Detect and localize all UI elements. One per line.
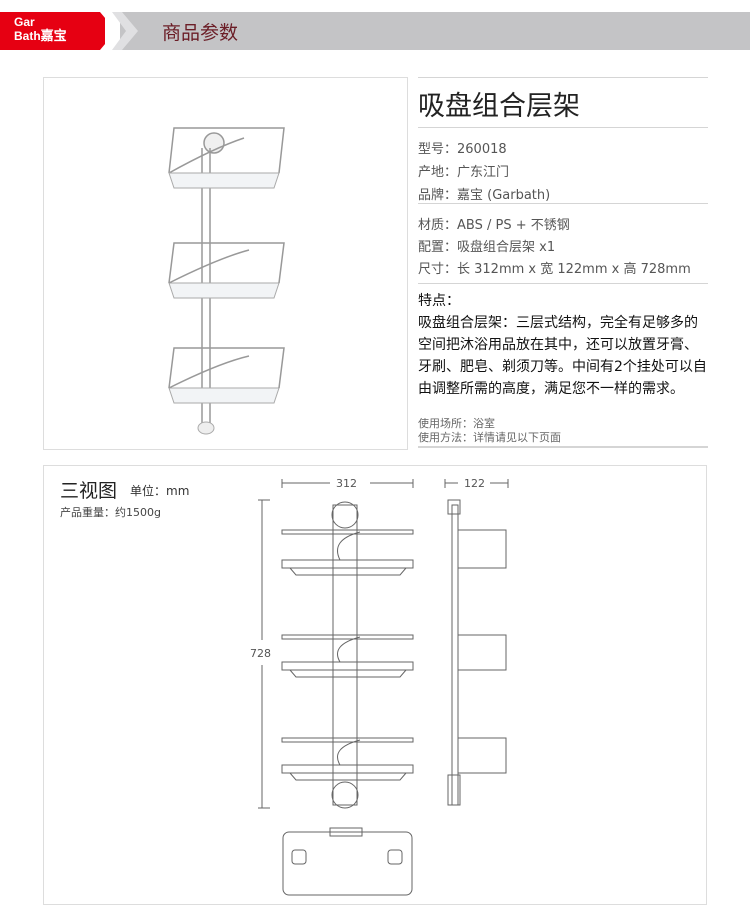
spec-material: 材质：ABS / PS + 不锈钢	[418, 218, 570, 233]
product-image	[43, 77, 408, 450]
section-title: 商品参数	[162, 22, 239, 44]
divider	[418, 203, 708, 204]
divider	[418, 77, 708, 78]
divider	[418, 283, 708, 284]
three-view-title: 三视图	[60, 480, 118, 502]
usage-method: 使用方法：详情请见以下页面	[418, 431, 561, 444]
spec-config: 配置：吸盘组合层架 x1	[418, 240, 556, 255]
height-dimension: 728	[250, 647, 271, 660]
divider	[418, 127, 708, 128]
three-view-panel	[43, 465, 707, 905]
spec-brand: 品牌：嘉宝 (Garbath)	[418, 188, 551, 203]
weight-label: 产品重量：约1500g	[60, 506, 161, 519]
usage-place: 使用场所：浴室	[418, 417, 495, 430]
product-title: 吸盘组合层架	[418, 91, 580, 122]
features-line: 由调整所需的高度，满足您不一样的需求。	[418, 381, 684, 397]
divider	[418, 446, 708, 448]
features-label: 特点：	[418, 293, 460, 309]
spec-model: 型号：260018	[418, 142, 507, 157]
features-line: 牙刷、肥皂、剃须刀等。中间有2个挂处可以自	[418, 359, 707, 375]
width-dimension: 312	[336, 477, 357, 490]
spec-origin: 产地：广东江门	[418, 165, 510, 180]
depth-dimension: 122	[464, 477, 485, 490]
unit-label: 单位：mm	[130, 484, 190, 498]
header-bar	[120, 12, 750, 50]
features-line: 吸盘组合层架：三层式结构，完全有足够多的	[418, 315, 698, 331]
shelf-illustration	[168, 127, 285, 435]
spec-size: 尺寸：长 312mm x 宽 122mm x 高 728mm	[418, 262, 691, 277]
features-line: 空间把沐浴用品放在其中，还可以放置牙膏、	[418, 337, 698, 353]
